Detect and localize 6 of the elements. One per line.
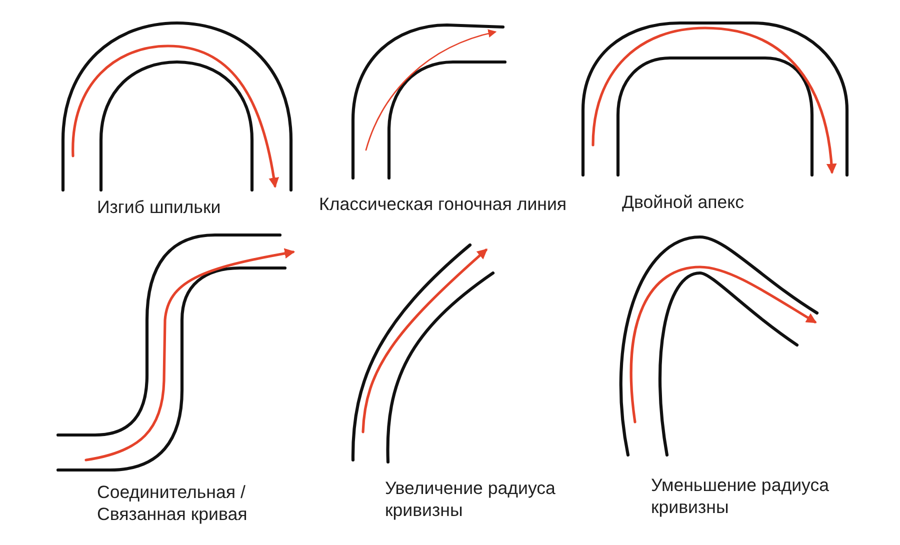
caption-text: Соединительная / Связанная кривая (97, 481, 248, 525)
caption-text: Двойной апекс (622, 191, 745, 213)
caption-text: Изгиб шпильки (97, 196, 222, 218)
caption-text: Классическая гоночная линия (319, 193, 568, 215)
caption-text: Увеличение радиуса кривизны (385, 477, 556, 521)
caption-text: Уменьшение радиуса кривизны (651, 474, 830, 518)
